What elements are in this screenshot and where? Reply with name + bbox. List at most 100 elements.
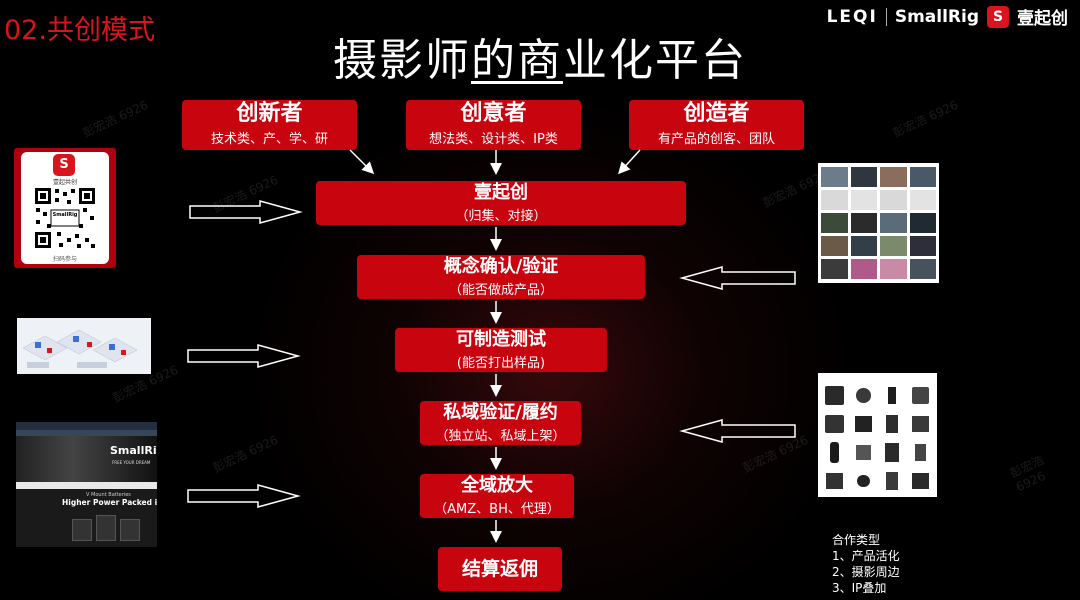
top-box-innovator: 创新者 技术类、产、学、研 <box>182 100 357 150</box>
photo-tile <box>821 190 848 210</box>
product-image <box>830 442 839 463</box>
top-box-sub: 技术类、产、学、研 <box>210 132 328 147</box>
product-image <box>885 471 899 490</box>
battery-image <box>120 519 140 541</box>
flow-step-settlement: 结算返佣 <box>438 547 562 591</box>
photo-tile <box>880 167 907 187</box>
photo-tile <box>909 236 936 256</box>
photo-grid <box>821 167 936 279</box>
flow-step-manufacture: 可制造测试 (能否打出样品) <box>395 328 607 372</box>
cooperation-types: 合作类型 1、产品活化 2、摄影周边 3、IP叠加 <box>832 532 900 596</box>
top-box-title: 创新者 <box>236 101 303 126</box>
top-box-sub: 有产品的创客、团队 <box>657 132 775 147</box>
amazon-header-bar <box>16 422 157 430</box>
flow-step-sub: （归集、对接） <box>455 209 547 224</box>
product-image <box>855 445 871 460</box>
top-box-title: 创意者 <box>460 101 527 126</box>
top-box-title: 创造者 <box>683 101 750 126</box>
product-image <box>855 388 871 403</box>
title-part: 业化平台 <box>563 35 747 86</box>
amazon-banner: V Mount Batteries Higher Power Packed in… <box>16 489 157 547</box>
flow-step-sub: (能否打出样品) <box>456 356 546 371</box>
flow-step-title: 全域放大 <box>461 475 533 496</box>
photo-tile <box>909 190 936 210</box>
qr-code-icon <box>33 186 97 250</box>
page-title: 摄影师的商业化平台 <box>0 24 1080 88</box>
flow-step-amplify: 全域放大 （AMZ、BH、代理） <box>420 474 574 518</box>
yiqichuang-logo-text: 壹起创 <box>1017 9 1068 29</box>
product-image <box>885 414 899 433</box>
photo-tile <box>821 259 848 279</box>
yiqichuang-logo-icon: S <box>987 5 1009 28</box>
flow-step-title: 私域验证/履约 <box>443 402 558 423</box>
photo-tile <box>821 167 848 187</box>
amazon-hero-tag: FREE YOUR DREAM <box>112 460 151 465</box>
app-icon: S <box>53 154 75 176</box>
photo-grid-thumbnail <box>818 163 939 283</box>
top-box-sub: 想法类、设计类、IP类 <box>429 132 558 147</box>
qr-card: S 壹起共创 SmallRig 扫码参与 <box>14 148 116 268</box>
flow-step-concept: 概念确认/验证 （能否做成产品） <box>357 255 645 299</box>
product-image <box>825 386 844 405</box>
title-part: 摄影师 <box>333 35 471 86</box>
flow-step-title: 结算返佣 <box>461 558 538 580</box>
product-grid <box>822 383 933 493</box>
product-image <box>887 387 897 404</box>
section-label: 02.共创模式 <box>4 15 155 46</box>
hollow-arrow-left <box>679 266 796 290</box>
brand-divider <box>885 7 887 26</box>
battery-image <box>72 519 92 541</box>
qr-small-label: 壹起共创 <box>52 179 77 186</box>
photo-tile <box>909 213 936 233</box>
notes-item: 2、摄影周边 <box>832 565 900 579</box>
qr-caption: 扫码参与 <box>52 256 77 263</box>
product-image <box>825 414 844 433</box>
hollow-arrow-right <box>187 484 301 508</box>
flow-step-title: 壹起创 <box>474 182 528 203</box>
product-image <box>912 415 929 432</box>
flow-step-private: 私域验证/履约 （独立站、私域上架） <box>420 401 581 445</box>
photo-tile <box>880 259 907 279</box>
amazon-store-thumbnail: SmallRig FREE YOUR DREAM V Mount Batteri… <box>16 422 157 547</box>
top-box-maker: 创造者 有产品的创客、团队 <box>629 100 804 150</box>
product-image <box>826 472 843 489</box>
smallrig-logo: SmallRig <box>894 6 979 27</box>
qr-card-inner: S 壹起共创 SmallRig 扫码参与 <box>21 152 109 264</box>
notes-item: 3、IP叠加 <box>832 581 887 595</box>
amazon-banner-headline: Higher Power Packed in S <box>62 498 157 507</box>
amazon-hero: SmallRig FREE YOUR DREAM <box>16 436 157 482</box>
photo-tile <box>850 259 877 279</box>
office-illustration <box>17 318 151 374</box>
top-box-creative: 创意者 想法类、设计类、IP类 <box>406 100 581 150</box>
photo-tile <box>880 190 907 210</box>
flow-step-sub: （能否做成产品） <box>448 283 553 298</box>
hollow-arrow-left <box>679 419 796 443</box>
photo-tile <box>850 167 877 187</box>
amazon-menu-row <box>16 482 157 489</box>
notes-heading: 合作类型 <box>832 533 881 547</box>
amazon-banner-small: V Mount Batteries <box>86 492 131 498</box>
product-image <box>856 474 870 487</box>
product-grid-thumbnail <box>818 373 937 497</box>
hollow-arrow-right <box>189 200 303 224</box>
flow-step-title: 概念确认/验证 <box>443 256 559 277</box>
photo-tile <box>909 259 936 279</box>
product-image <box>915 444 926 461</box>
amazon-hero-brand: SmallRig <box>110 444 157 457</box>
product-image <box>912 472 929 489</box>
photo-tile <box>850 213 877 233</box>
flow-step-sub: （AMZ、BH、代理） <box>434 502 560 517</box>
photo-tile <box>821 236 848 256</box>
isometric-office-image <box>22 329 138 368</box>
amazon-subnav <box>16 430 157 436</box>
photo-tile <box>821 213 848 233</box>
photo-tile <box>880 236 907 256</box>
qr-center-label: SmallRig <box>52 212 78 218</box>
product-image <box>854 415 872 432</box>
title-part-underlined: 的 <box>471 35 517 86</box>
battery-image <box>96 515 116 541</box>
flow-step-sub: （独立站、私域上架） <box>435 429 566 444</box>
product-image <box>884 443 900 462</box>
flow-step-title: 可制造测试 <box>456 329 546 350</box>
